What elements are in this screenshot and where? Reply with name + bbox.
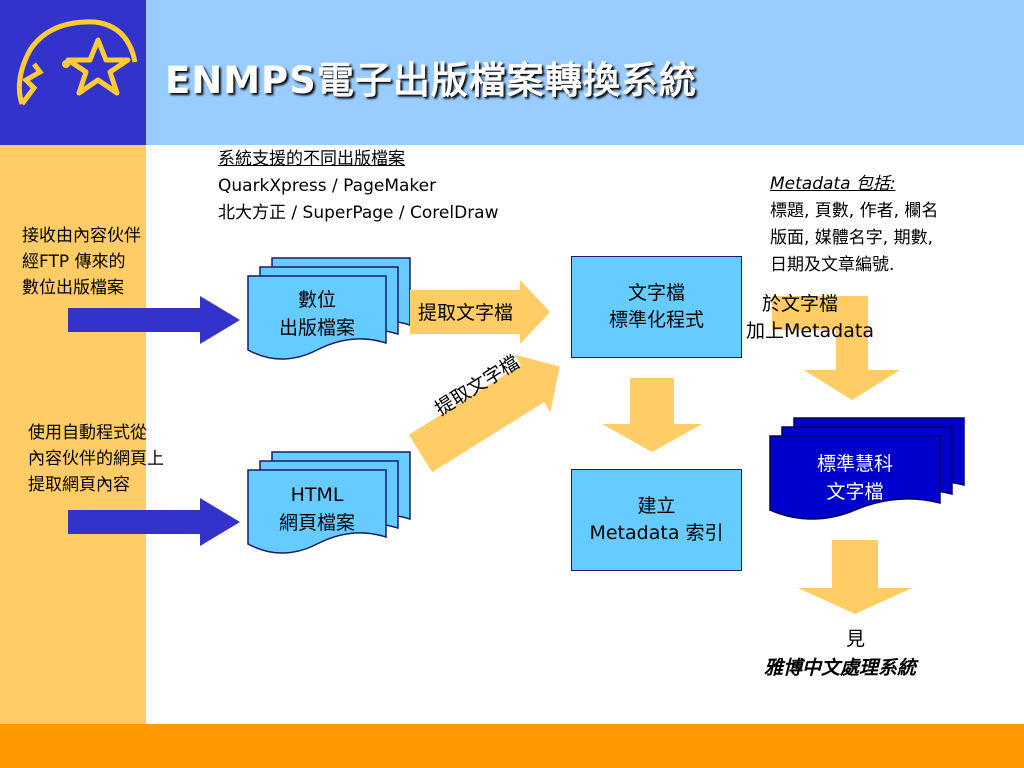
output-doc-stack xyxy=(769,417,965,520)
metadata-index-box: 建立 Metadata 索引 xyxy=(571,469,742,571)
standardize-line-1: 文字檔 xyxy=(627,282,685,304)
web-source-line-2: 內容伙伴的網頁上 xyxy=(28,449,164,469)
down-arrow-center xyxy=(602,378,702,452)
page-title: ENMPS電子出版檔案轉換系統 xyxy=(165,59,697,102)
extract-arrow-horizontal xyxy=(410,280,550,344)
head-star-logo-icon xyxy=(16,19,138,106)
extract-label-horizontal: 提取文字檔 xyxy=(418,302,514,324)
metadata-note-line-2: 版面, 媒體名字, 期數, xyxy=(770,228,934,248)
standardize-line-2: 標準化程式 xyxy=(608,309,704,331)
output-doc-line-2: 文字檔 xyxy=(826,481,884,503)
extract-arrow-diagonal xyxy=(408,354,560,473)
web-source-line-1: 使用自動程式從 xyxy=(28,423,147,443)
see-note-line-1: 見 xyxy=(846,628,866,650)
supported-heading: 系統支援的不同出版檔案 xyxy=(218,149,405,169)
html-doc-line-2: 網頁檔案 xyxy=(278,512,355,534)
html-doc-label: HTML 網頁檔案 xyxy=(248,481,386,537)
output-doc-line-1: 標準慧科 xyxy=(816,453,893,475)
ftp-input-arrow xyxy=(68,296,240,344)
metadata-note-heading: Metadata 包括: xyxy=(770,174,896,194)
bottom-bar xyxy=(0,724,1024,768)
down-arrow-output xyxy=(798,540,912,614)
supported-line-1: QuarkXpress / PageMaker xyxy=(218,176,437,196)
add-metadata-line-2: 加上Metadata xyxy=(746,320,874,342)
see-note-line-2: 雅博中文處理系統 xyxy=(764,657,917,679)
html-doc-line-1: HTML xyxy=(290,484,344,506)
digital-doc-label: 數位 出版檔案 xyxy=(248,286,386,342)
ftp-source-line-1: 接收由內容伙伴 xyxy=(22,226,141,246)
digital-doc-line-1: 數位 xyxy=(297,289,336,311)
digital-doc-stack xyxy=(247,257,411,360)
standardize-box: 文字檔 標準化程式 xyxy=(571,256,742,358)
metadata-note-line-3: 日期及文章編號. xyxy=(770,255,895,275)
ftp-source-line-3: 數位出版檔案 xyxy=(22,278,124,298)
supported-line-2: 北大方正 / SuperPage / CorelDraw xyxy=(218,203,499,223)
add-metadata-arrow xyxy=(772,296,900,400)
metadata-index-line-2: Metadata 索引 xyxy=(589,522,724,544)
digital-doc-line-2: 出版檔案 xyxy=(278,317,355,339)
metadata-index-line-1: 建立 xyxy=(637,495,676,517)
web-input-arrow xyxy=(68,498,240,546)
metadata-note-line-1: 標題, 頁數, 作者, 欄名 xyxy=(770,201,939,221)
header-bar xyxy=(146,0,1024,145)
add-metadata-line-1: 於文字檔 xyxy=(762,293,839,315)
ftp-source-line-2: 經FTP 傳來的 xyxy=(22,252,126,272)
html-doc-stack xyxy=(247,451,411,554)
web-source-line-3: 提取網頁內容 xyxy=(28,475,130,495)
output-doc-label: 標準慧科 文字檔 xyxy=(770,450,940,506)
